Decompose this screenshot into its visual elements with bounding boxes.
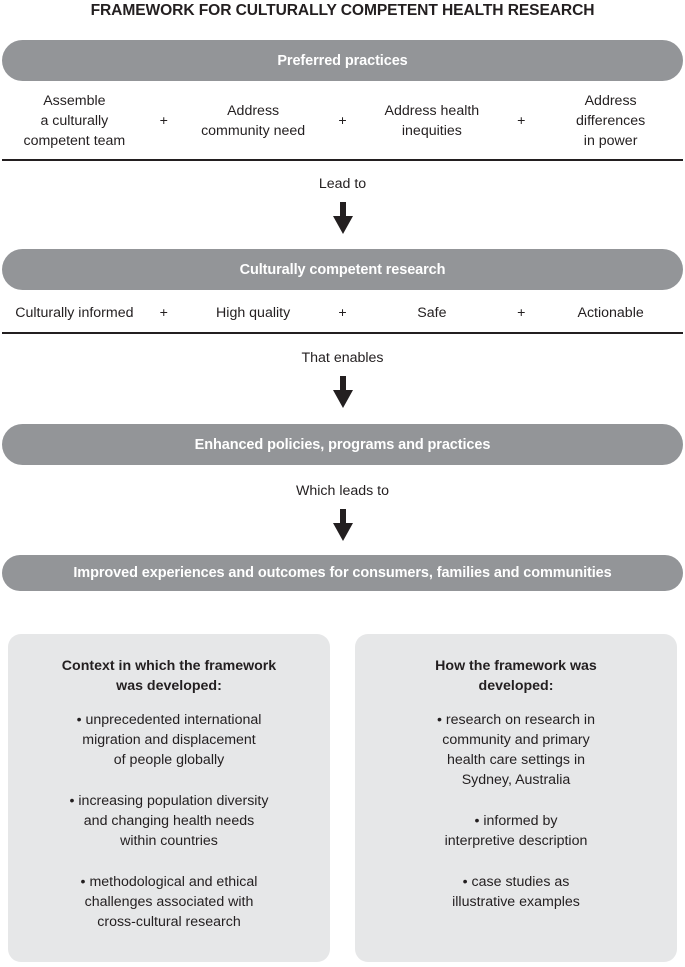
section-divider [2,332,683,334]
item-address-differences-in-power: Address differences in power [576,93,646,149]
plus-separator: + [338,113,347,129]
card-bullet-item: • research on research in community and … [437,712,595,788]
plus-separator: + [159,305,168,321]
card-bullet-item: • increasing population diversity and ch… [69,793,269,849]
card-context: Context in which the framework was devel… [8,634,330,962]
plus-separator: + [517,305,526,321]
connector-label-lead-to: Lead to [318,176,367,192]
level-bar-culturally-competent-research: Culturally competent research [2,249,683,290]
plus-separator: + [159,113,168,129]
item-address-community-need: Address community need [201,103,306,139]
card-how-developed: How the framework was developed: • resea… [355,634,677,962]
page-title: FRAMEWORK FOR CULTURALLY COMPETENT HEALT… [90,2,595,19]
card-bullet-item: • methodological and ethical challenges … [80,874,258,930]
card-bullet-item: • unprecedented international migration … [76,712,262,768]
level-bar-label: Preferred practices [277,52,408,69]
connector-label-that-enables: That enables [301,350,384,366]
item-actionable: Actionable [577,305,644,321]
level-bar-label: Enhanced policies, programs and practice… [194,436,491,453]
card-heading: Context in which the framework was devel… [61,658,277,694]
connector-label-which-leads-to: Which leads to [295,483,390,499]
level-bar-label: Improved experiences and outcomes for co… [73,565,612,581]
section-divider [2,159,683,161]
item-safe: Safe [417,305,447,321]
down-arrow-icon [330,509,356,541]
level-items-preferred-practices: Assemble a culturally competent team + A… [2,88,683,154]
item-high-quality: High quality [216,305,291,321]
card-bullet-item: • informed by interpretive description [444,813,588,849]
card-bullet-list: • research on research in community and … [369,710,663,912]
down-arrow-icon [330,202,356,234]
level-bar-enhanced-policies: Enhanced policies, programs and practice… [2,424,683,465]
plus-separator: + [338,305,347,321]
card-bullet-list: • unprecedented international migration … [22,710,316,932]
level-items-culturally-competent-research: Culturally informed + High quality + Saf… [2,300,683,326]
level-bar-preferred-practices: Preferred practices [2,40,683,81]
plus-separator: + [517,113,526,129]
card-heading: How the framework was developed: [435,658,597,694]
item-assemble-team: Assemble a culturally competent team [23,93,126,149]
level-bar-improved-experiences: Improved experiences and outcomes for co… [2,555,683,591]
down-arrow-icon [330,376,356,408]
level-bar-label: Culturally competent research [239,261,446,278]
card-bullet-item: • case studies as illustrative examples [452,874,580,910]
item-culturally-informed: Culturally informed [15,305,134,321]
item-address-health-inequities: Address health inequities [384,103,480,139]
